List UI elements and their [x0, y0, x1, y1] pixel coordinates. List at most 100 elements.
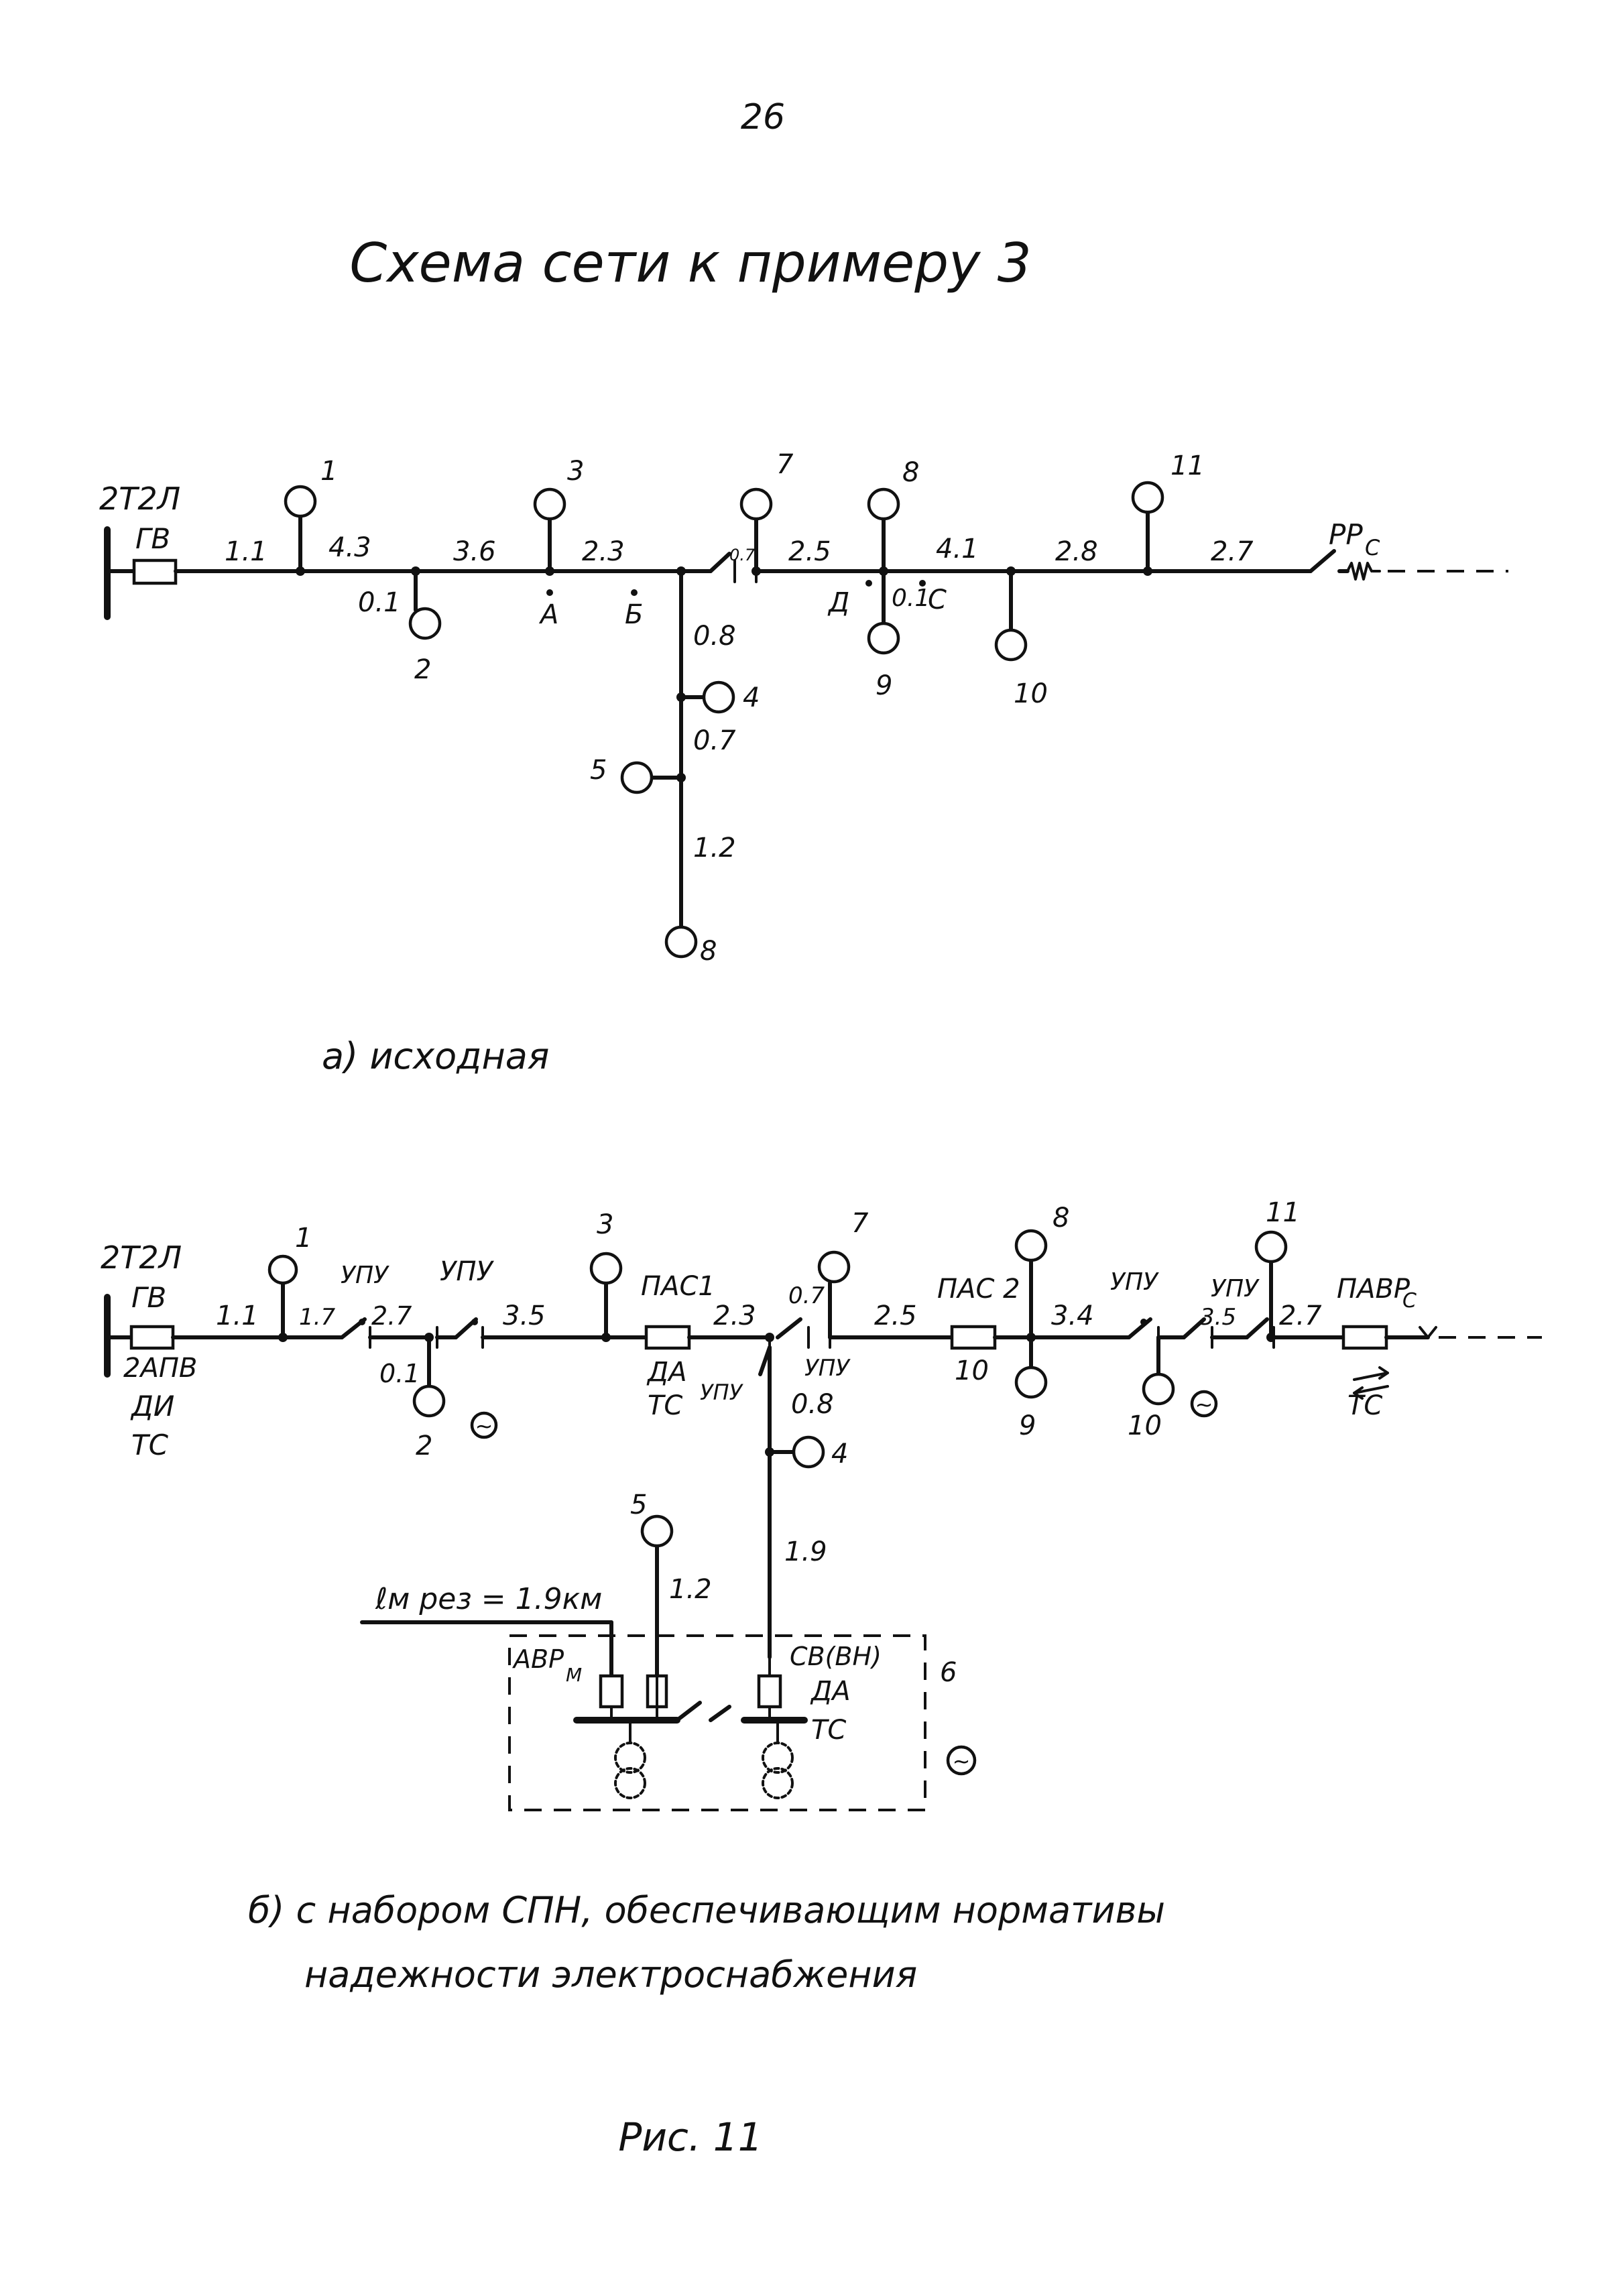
svg-text:5: 5 — [630, 1490, 647, 1520]
svg-text:УПУ: УПУ — [700, 1380, 744, 1405]
svg-text:7: 7 — [851, 1208, 869, 1239]
svg-text:ГВ: ГВ — [131, 1281, 166, 1314]
svg-text:СВ(ВН): СВ(ВН) — [790, 1642, 882, 1671]
load-1-a — [284, 485, 317, 518]
svg-text:С: С — [928, 585, 947, 615]
device-sv — [757, 1674, 782, 1709]
svg-text:2.7: 2.7 — [1279, 1301, 1322, 1331]
svg-text:3.4: 3.4 — [1051, 1301, 1094, 1331]
svg-text:8: 8 — [902, 457, 919, 488]
svg-text:1.1: 1.1 — [216, 1301, 259, 1331]
svg-text:3.5: 3.5 — [1200, 1304, 1236, 1331]
svg-text:3.5: 3.5 — [503, 1301, 546, 1331]
load-3-b — [589, 1252, 623, 1285]
svg-text:0.8: 0.8 — [693, 621, 736, 652]
svg-text:1: 1 — [320, 456, 337, 487]
breaker-gv-a — [132, 558, 178, 585]
load-5-a — [620, 761, 654, 794]
svg-text:Б: Б — [625, 599, 643, 630]
load-8b-a — [664, 925, 698, 959]
svg-text:~: ~ — [475, 1413, 493, 1439]
svg-text:8: 8 — [700, 936, 717, 967]
load-10-a — [994, 628, 1028, 662]
svg-text:1.2: 1.2 — [693, 833, 736, 863]
caption-b-line1: б) с набором СПН, обеспечивающим нормати… — [248, 1889, 1165, 1931]
svg-text:6: 6 — [940, 1657, 957, 1688]
svg-text:0.8: 0.8 — [791, 1389, 834, 1420]
svg-text:ДА: ДА — [810, 1676, 851, 1707]
svg-text:М: М — [566, 1664, 582, 1686]
svg-text:2.5: 2.5 — [874, 1301, 917, 1331]
svg-text:4.3: 4.3 — [328, 532, 371, 563]
load-7-a — [739, 487, 773, 521]
svg-text:2.8: 2.8 — [1055, 536, 1098, 567]
svg-text:9: 9 — [876, 670, 892, 701]
page-title: Схема сети к примеру 3 — [349, 232, 1031, 294]
svg-text:4: 4 — [743, 682, 760, 713]
svg-text:11: 11 — [1170, 450, 1205, 481]
svg-text:ТС: ТС — [648, 1390, 682, 1421]
end-device-a: РР — [1329, 518, 1363, 551]
load-10-b — [1142, 1372, 1175, 1406]
load-2-a — [408, 607, 442, 640]
svg-text:7: 7 — [776, 449, 794, 480]
load-8-a — [867, 487, 900, 521]
load-11-b — [1254, 1230, 1288, 1264]
load-7-b — [817, 1250, 851, 1284]
svg-text:10: 10 — [1128, 1410, 1162, 1441]
svg-text:0.7: 0.7 — [729, 546, 756, 564]
svg-text:2.3: 2.3 — [713, 1301, 756, 1331]
svg-text:10: 10 — [1014, 678, 1048, 709]
svg-text:2Т2Л: 2Т2Л — [101, 1240, 182, 1276]
svg-text:4: 4 — [831, 1439, 848, 1469]
svg-text:2.5: 2.5 — [788, 536, 831, 567]
generator-2-b — [470, 1411, 498, 1439]
load-4-a — [702, 680, 735, 714]
svg-text:1: 1 — [295, 1223, 312, 1254]
svg-text:АВР: АВР — [512, 1644, 564, 1674]
breaker-gv-b — [129, 1325, 175, 1350]
svg-text:ПАС1: ПАС1 — [641, 1271, 715, 1302]
svg-text:1.9: 1.9 — [784, 1536, 827, 1567]
svg-text:11: 11 — [1266, 1197, 1300, 1228]
svg-text:УПУ: УПУ — [341, 1262, 389, 1289]
svg-text:ПАВР: ПАВР — [1337, 1274, 1410, 1305]
svg-text:2.7: 2.7 — [1211, 536, 1254, 567]
svg-text:2: 2 — [414, 654, 431, 685]
svg-text:9: 9 — [1019, 1410, 1036, 1441]
svg-text:2: 2 — [416, 1431, 432, 1461]
svg-text:3: 3 — [567, 456, 584, 487]
svg-text:С: С — [1402, 1289, 1417, 1313]
svg-text:~: ~ — [953, 1748, 971, 1774]
svg-text:ТС: ТС — [1347, 1390, 1382, 1421]
device-pavr — [1341, 1325, 1388, 1350]
svg-text:1.1: 1.1 — [225, 536, 267, 567]
svg-text:ТС: ТС — [131, 1429, 169, 1461]
svg-text:0.7: 0.7 — [788, 1282, 825, 1309]
load-9-a — [867, 621, 900, 655]
svg-text:~: ~ — [1195, 1392, 1213, 1417]
svg-text:10: 10 — [955, 1355, 989, 1386]
svg-text:ДИ: ДИ — [130, 1390, 174, 1423]
svg-text:0.1: 0.1 — [358, 587, 401, 618]
load-3-a — [533, 487, 566, 521]
figure-caption: Рис. 11 — [618, 2114, 762, 2160]
device-pas1 — [644, 1325, 691, 1350]
device-avr — [599, 1674, 624, 1709]
svg-text:8: 8 — [1053, 1203, 1069, 1233]
svg-text:4.1: 4.1 — [936, 534, 979, 564]
breaker-label-a: ГВ — [135, 522, 170, 555]
substation-box — [508, 1634, 926, 1811]
load-5-b — [640, 1514, 674, 1548]
load-2-b — [412, 1384, 446, 1418]
svg-text:УПУ: УПУ — [1110, 1268, 1159, 1296]
svg-text:УПУ: УПУ — [804, 1355, 851, 1382]
load-11-a — [1131, 481, 1164, 514]
svg-text:1.2: 1.2 — [669, 1574, 712, 1605]
svg-text:3: 3 — [597, 1209, 613, 1240]
scheme-b: 2Т2Л ГВ 2АПВ ДИ ТС — [101, 1197, 1542, 1996]
svg-text:УПУ: УПУ — [1211, 1275, 1260, 1303]
device-pas2 — [950, 1325, 997, 1350]
reserve-length: ℓм рез = 1.9км — [375, 1582, 602, 1616]
